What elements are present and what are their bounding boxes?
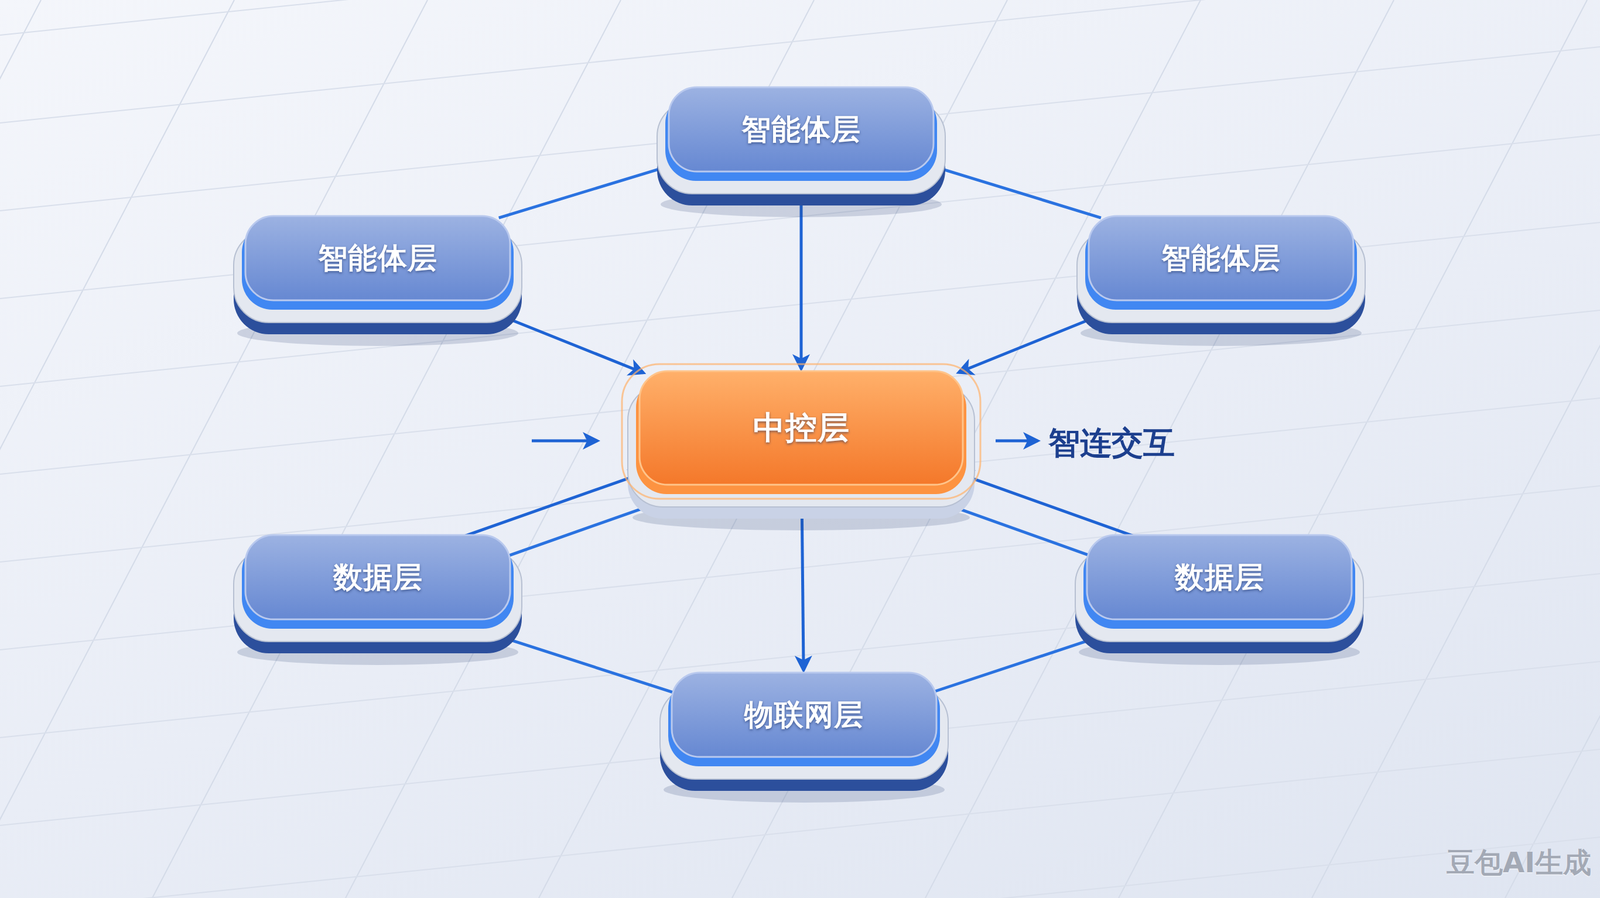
- input-arrow: [531, 439, 598, 443]
- layer-node: 智能体层: [654, 84, 948, 208]
- node-shape: [1072, 532, 1366, 656]
- node-shape: [657, 670, 951, 794]
- grid-line: [1118, 0, 1588, 898]
- grid-line: [1505, 0, 1600, 898]
- node-label: 智能体层: [318, 238, 438, 279]
- node-label: 智能体层: [741, 110, 861, 150]
- top-face: [245, 216, 511, 301]
- node-label: 中控层: [753, 407, 850, 450]
- grid-line: [0, 837, 1600, 898]
- layer-node: 智能体层: [1074, 213, 1368, 337]
- node-shape: [231, 213, 525, 337]
- flow-arrow: [500, 315, 644, 374]
- layer-node: 数据层: [1072, 532, 1366, 656]
- annotation-label: 智连交互: [1048, 422, 1175, 466]
- layer-node: 数据层: [231, 532, 525, 656]
- node-label: 数据层: [1174, 558, 1265, 598]
- top-face: [1086, 535, 1352, 620]
- node-face: 中控层: [625, 371, 977, 485]
- link-line: [932, 634, 1108, 693]
- link-line: [930, 165, 1102, 218]
- flow-arrow: [958, 315, 1100, 374]
- node-face: 数据层: [1072, 535, 1366, 620]
- grid-line: [0, 0, 1600, 36]
- halo: [621, 364, 981, 499]
- node-label: 智能体层: [1161, 238, 1281, 279]
- node-face: 智能体层: [654, 87, 948, 172]
- grid-line: [0, 46, 1600, 211]
- flow-arrow: [463, 473, 644, 538]
- flow-arrow: [958, 473, 1135, 537]
- top-face: [671, 672, 937, 758]
- top-face: [245, 535, 511, 620]
- grid-line: [0, 0, 428, 898]
- grid-line: [0, 0, 41, 898]
- grid-line: [152, 0, 621, 898]
- node-shape: [654, 84, 948, 208]
- watermark: 豆包AI生成: [1446, 844, 1592, 882]
- link-line: [498, 165, 673, 218]
- node-label: 物联网层: [744, 695, 864, 735]
- node-shape: [231, 532, 525, 656]
- node-shape: [1074, 213, 1368, 337]
- leader-arrow: [995, 439, 1038, 443]
- grid-line: [0, 0, 235, 898]
- grid-line: [925, 0, 1394, 898]
- node-face: 智能体层: [1074, 216, 1368, 301]
- top-face: [668, 87, 934, 172]
- link-line: [491, 634, 676, 694]
- hub-node: 中控层: [625, 368, 977, 522]
- node-face: 物联网层: [657, 672, 951, 758]
- node-face: 数据层: [231, 535, 525, 620]
- grid-line: [0, 661, 1600, 826]
- layer-node: 智能体层: [231, 213, 525, 337]
- node-face: 智能体层: [231, 216, 525, 301]
- node-label: 数据层: [333, 558, 423, 598]
- top-face: [1088, 216, 1354, 301]
- grid-line: [1311, 0, 1600, 898]
- top-face: [639, 371, 963, 485]
- layer-node: 物联网层: [657, 670, 951, 794]
